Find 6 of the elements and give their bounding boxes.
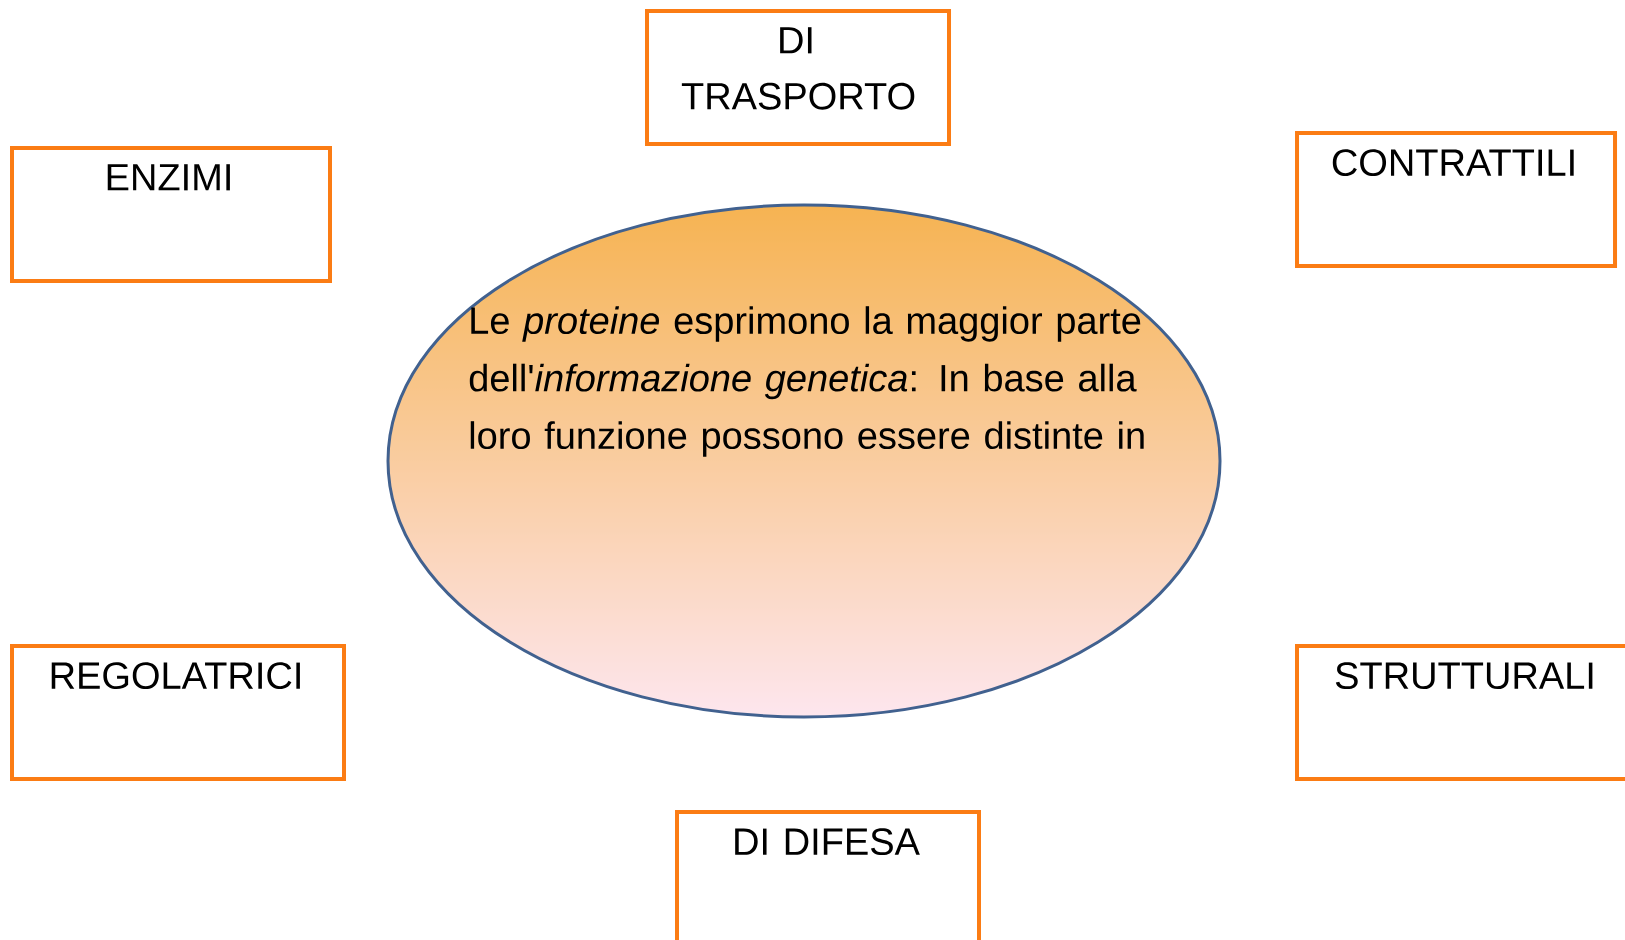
label-box: DI TRASPORTO — [645, 9, 951, 146]
label-box: DI DIFESA — [675, 810, 981, 940]
label-box: CONTRATTILI — [1295, 131, 1617, 268]
label-box: ENZIMI — [10, 146, 332, 283]
label-box: REGOLATRICI — [10, 644, 346, 781]
label-box: STRUTTURALI — [1295, 644, 1625, 781]
